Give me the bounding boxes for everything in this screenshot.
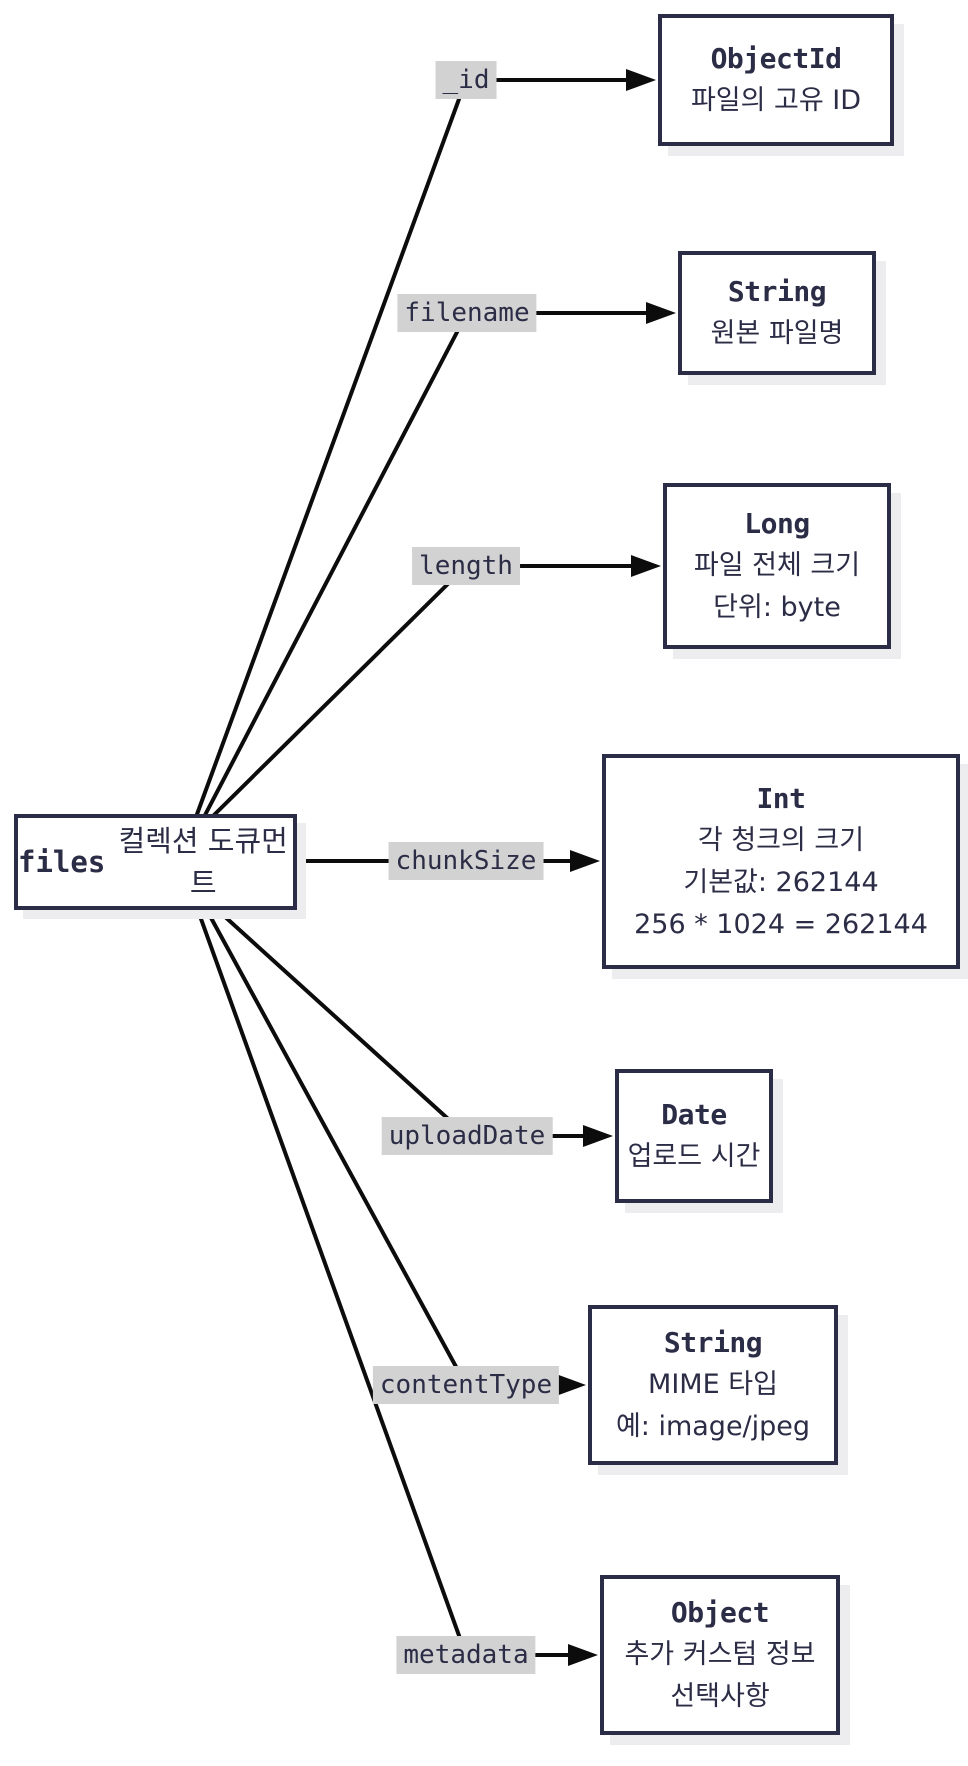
type-box-title: ObjectId [710,42,842,75]
root-node-code: files [18,845,106,879]
type-box-title: Int [756,781,806,815]
edge-metadata [194,904,598,1666]
type-box-desc: 파일의 고유 ID [690,85,862,116]
type-box-object: Object 추가 커스텀 정보 선택사항 [600,1575,840,1735]
root-node-files-collection: files 컬렉션 도큐먼트 [14,814,297,910]
edge-label-uploaddate: uploadDate [381,1117,553,1155]
type-box-title: Long [744,507,810,540]
type-box-string-mime: String MIME 타입 예: image/jpeg [588,1305,838,1465]
type-box-desc: 업로드 시간 [627,1141,761,1172]
edge-label-metadata: metadata [396,1636,536,1674]
type-box-int: Int 각 청크의 크기 기본값: 262144 256 * 1024 = 26… [602,754,960,969]
edge-label-length: length [412,547,520,585]
root-node-text: 컬렉션 도큐먼트 [118,824,288,900]
type-box-desc: 256 * 1024 = 262144 [634,908,928,940]
edge-label-contenttype: contentType [372,1366,560,1404]
type-box-string-filename: String 원본 파일명 [678,251,876,375]
type-box-date: Date 업로드 시간 [615,1069,773,1203]
type-box-desc: MIME 타입 [648,1369,778,1400]
edge-id [194,69,656,818]
type-box-title: String [663,1326,763,1359]
type-box-desc: 원본 파일명 [710,318,844,349]
type-box-desc: 각 청크의 크기 [697,824,865,856]
type-box-objectid: ObjectId 파일의 고유 ID [658,14,894,146]
edge-label-id: _id [435,61,497,99]
edge-label-chunksize: chunkSize [388,842,544,880]
type-box-desc: 예: image/jpeg [615,1411,811,1442]
type-box-desc: 기본값: 262144 [683,866,879,898]
edge-label-filename: filename [397,294,537,332]
type-box-desc: 단위: byte [713,592,841,623]
type-box-title: Object [670,1596,770,1629]
type-box-title: Date [661,1098,727,1131]
type-box-long: Long 파일 전체 크기 단위: byte [663,483,891,649]
type-box-desc: 파일 전체 크기 [693,550,861,581]
type-box-desc: 선택사항 [670,1681,770,1712]
type-box-desc: 추가 커스텀 정보 [624,1639,816,1670]
type-box-title: String [727,275,827,308]
